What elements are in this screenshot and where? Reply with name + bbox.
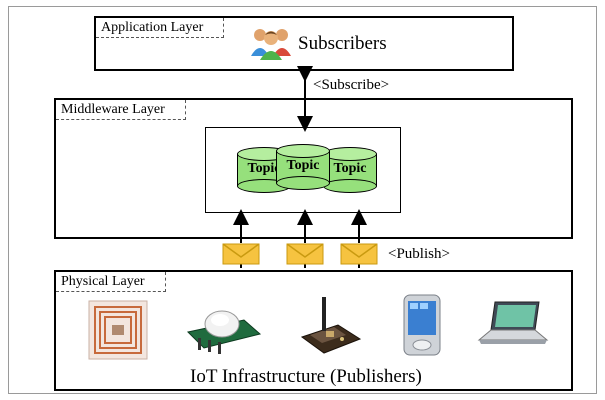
figure-frame — [8, 6, 597, 394]
topic-cylinder: Topic — [323, 147, 377, 193]
envelope-icon — [222, 243, 260, 265]
physical-layer-tab: Physical Layer — [56, 272, 166, 292]
application-layer-tab: Application Layer — [96, 18, 225, 38]
publish-label: <Publish> — [388, 246, 450, 262]
wireless-board-icon — [300, 297, 362, 354]
topic-label: Topic — [247, 161, 281, 176]
laptop-icon — [477, 301, 549, 344]
rfid-tag-icon — [88, 300, 148, 360]
subscribers-label: Subscribers — [298, 33, 387, 54]
subscribe-label: <Subscribe> — [313, 77, 390, 93]
envelope-icon — [340, 243, 378, 265]
topic-label: Topic — [333, 161, 367, 176]
middleware-layer-tab: Middleware Layer — [56, 100, 186, 120]
topic-cylinder: Topic — [276, 144, 330, 190]
envelope-icon — [286, 243, 324, 265]
pir-sensor-icon — [186, 310, 262, 354]
iot-infrastructure-label: IoT Infrastructure (Publishers) — [190, 366, 422, 387]
topic-container: Topic Topic Topic — [205, 127, 401, 213]
pda-icon — [403, 294, 441, 356]
topic-label: Topic — [286, 158, 320, 173]
subscribers-icon — [251, 29, 291, 60]
